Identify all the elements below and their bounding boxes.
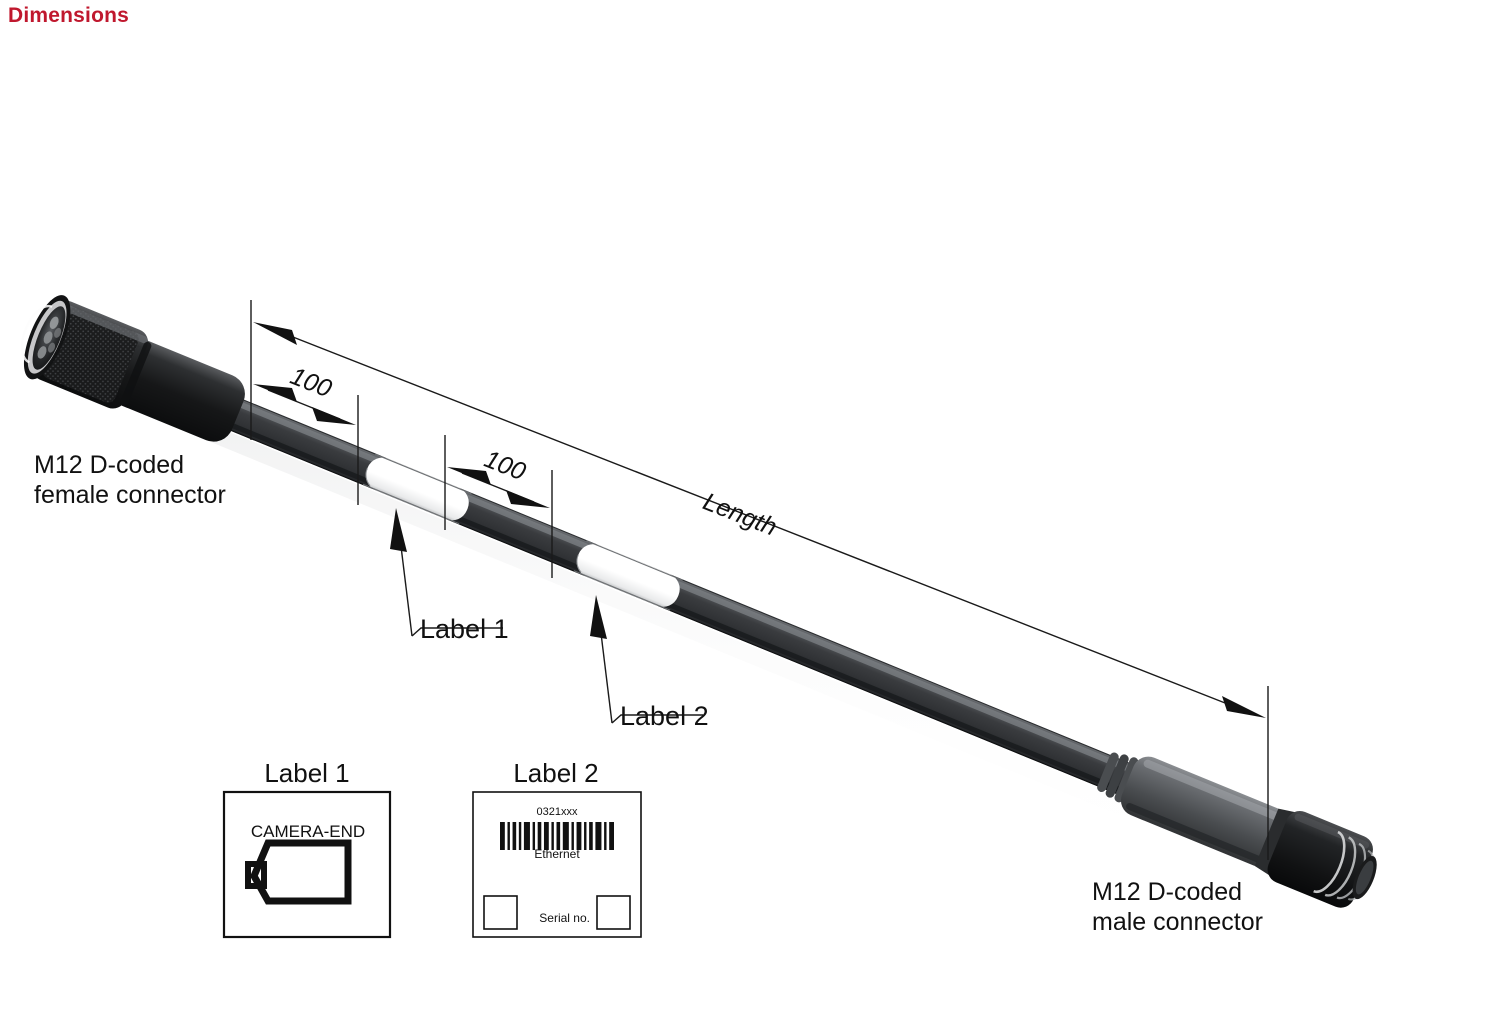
- barcode-bar: [571, 822, 574, 850]
- strain-relief-rings: [1097, 752, 1139, 803]
- socket-pin: [49, 316, 59, 329]
- cable-jacket: [203, 391, 1299, 861]
- label2-arrowhead: [590, 595, 607, 639]
- barcode-bar: [604, 822, 607, 850]
- barcode-bar: [609, 822, 614, 850]
- length-dimension-text: Length: [699, 488, 780, 542]
- cable-highlight: [215, 392, 1296, 839]
- callout-leaders: Label 1 Label 2: [390, 508, 709, 731]
- female-connector-label-line1: M12 D-coded: [34, 451, 184, 479]
- barcode-bar: [512, 822, 517, 850]
- label-2-empty-box-right: [596, 895, 631, 930]
- cable-run: [20, 295, 1377, 908]
- cable-assembly: [20, 295, 1377, 908]
- barcode-bar: [537, 822, 542, 850]
- cable-shadow: [206, 424, 1290, 884]
- socket-pin: [47, 342, 56, 353]
- barcode-bar: [523, 822, 530, 850]
- label1-leader-base: [411, 627, 503, 637]
- dim1-arrow-right: [312, 407, 356, 425]
- callout-label-2: Label 2: [590, 595, 709, 731]
- barcode-bar: [595, 822, 602, 850]
- barcode-bar: [518, 822, 522, 850]
- male-connector: [1097, 752, 1377, 908]
- male-body: [1120, 756, 1288, 867]
- barcode-bar: [507, 822, 510, 850]
- barcode-bar: [551, 822, 554, 850]
- male-threads: [1313, 830, 1377, 901]
- length-dimension-line: [269, 327, 1249, 713]
- barcode-bar: [532, 822, 536, 850]
- barcode-bar: [562, 822, 569, 850]
- barcode-bar: [584, 822, 587, 850]
- barcode-bar: [576, 822, 582, 850]
- label-band-1: [362, 453, 472, 525]
- length-arrow-left: [253, 322, 297, 345]
- male-connector-label-line1: M12 D-coded: [1092, 878, 1242, 906]
- cable-lower-edge: [207, 413, 1287, 860]
- callout-label-1: Label 1: [390, 508, 509, 644]
- label1-callout-text: Label 1: [420, 614, 509, 644]
- female-connector-label-line2: female connector: [34, 481, 226, 509]
- socket-pin: [37, 346, 47, 359]
- male-connector-label-line2: male connector: [1092, 908, 1263, 936]
- barcode: [500, 822, 614, 850]
- label-2-empty-box-left: [483, 895, 518, 930]
- label1-arrowhead: [390, 508, 407, 552]
- barcode-bar: [589, 822, 593, 850]
- label-2-barcode-number: 0321xxx: [537, 806, 578, 818]
- camera-icon: [245, 839, 352, 905]
- label-band-2: [573, 540, 683, 611]
- label-2-figure: Label 2 0321xxx Ethernet Serial no.: [472, 758, 642, 938]
- label-2-serial-text: Serial no.: [539, 911, 590, 925]
- label-2-figure-caption: Label 2: [513, 758, 598, 788]
- dim2-arrow-left: [447, 467, 491, 485]
- barcode-bar: [543, 822, 549, 850]
- connector-labels: M12 D-coded female connector M12 D-coded…: [34, 451, 1263, 936]
- label2-callout-text: Label 2: [620, 701, 709, 731]
- label-1-text: CAMERA-END: [251, 822, 365, 841]
- label-1-figure: Label 1 CAMERA-END: [222, 758, 392, 939]
- label-2-barcode-caption: Ethernet: [534, 847, 580, 861]
- barcode-bar: [556, 822, 561, 850]
- socket-pin: [54, 327, 62, 338]
- length-arrow-right: [1222, 696, 1266, 718]
- barcode-bar: [500, 822, 505, 850]
- female-connector: [20, 295, 245, 442]
- label-1-figure-caption: Label 1: [264, 758, 349, 788]
- dim1-arrow-left: [253, 384, 297, 402]
- dimension-100-second: 100: [447, 445, 550, 508]
- page-title: Dimensions: [8, 4, 130, 27]
- socket-pin: [43, 331, 53, 344]
- dim2-arrow-right: [506, 490, 550, 508]
- label2-leader-base: [611, 714, 703, 724]
